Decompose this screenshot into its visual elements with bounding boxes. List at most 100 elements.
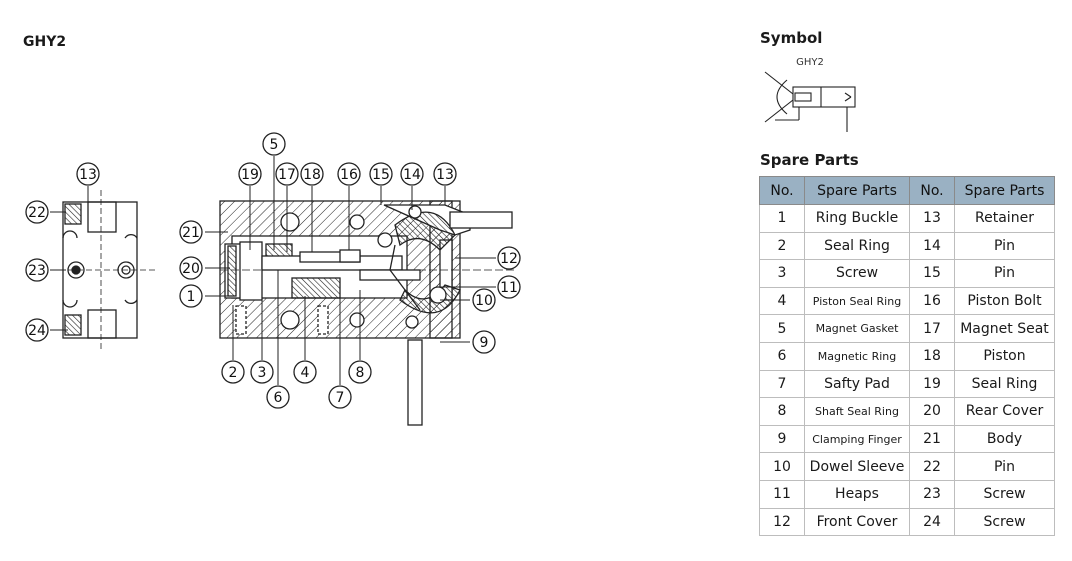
callout-21: 21 [182,225,200,241]
leader-lines [50,156,496,385]
cell-no-2: 24 [909,507,955,537]
cell-name-2: Piston Bolt [954,286,1055,316]
callout-10: 10 [475,293,493,309]
section-view [219,200,515,426]
cell-no: 2 [759,231,805,261]
technical-drawing: 13 22 23 24 21 20 1 5 19 17 18 16 15 14 … [25,132,521,426]
cell-name-2: Pin [954,231,1055,261]
side-view [50,190,155,350]
callout-17: 17 [278,167,296,183]
callout-2: 2 [229,365,238,381]
cell-no-2: 16 [909,286,955,316]
callout-22: 22 [28,205,46,221]
cell-name: Dowel Sleeve [804,452,910,481]
callout-19: 19 [241,167,259,183]
cell-name: Ring Buckle [804,204,910,233]
spare-parts-title: Spare Parts [760,151,859,169]
cell-name: Seal Ring [804,231,910,261]
cell-name: Front Cover [804,507,910,537]
cell-no-2: 14 [909,231,955,261]
symbol-title: Symbol [760,29,823,47]
callout-5: 5 [270,137,279,153]
cell-name: Heaps [804,479,910,509]
callout-11: 11 [500,280,518,296]
cell-name: Clamping Finger [804,424,910,454]
cell-no: 6 [759,341,805,371]
cell-no-2: 13 [909,204,955,233]
callout-12: 12 [500,251,518,267]
cell-name-2: Rear Cover [954,397,1055,426]
callout-7: 7 [336,390,345,406]
callout-13: 13 [79,167,97,183]
cell-no-2: 21 [909,424,955,454]
cell-no-2: 15 [909,259,955,288]
cell-name: Magnetic Ring [804,341,910,371]
cell-no-2: 20 [909,397,955,426]
callout-13b: 13 [436,167,454,183]
cell-no: 1 [759,204,805,233]
gripper-symbol: GHY2 [764,57,856,132]
callout-24: 24 [28,323,46,339]
callout-16: 16 [340,167,358,183]
cell-no: 12 [759,507,805,537]
model-title: GHY2 [23,34,67,50]
callout-3: 3 [258,365,267,381]
callout-8: 8 [356,365,365,381]
cell-name: Screw [804,259,910,288]
cell-no: 5 [759,314,805,343]
callout-20: 20 [182,261,200,277]
header-spare-parts: Spare Parts [804,176,910,205]
cell-name-2: Piston [954,341,1055,371]
cell-name-2: Screw [954,479,1055,509]
cell-name: Piston Seal Ring [804,286,910,316]
cell-no: 10 [759,452,805,481]
cell-no: 7 [759,369,805,399]
cell-no-2: 23 [909,479,955,509]
callout-6: 6 [274,390,283,406]
cell-no: 8 [759,397,805,426]
cell-name: Magnet Gasket [804,314,910,343]
cell-no: 11 [759,479,805,509]
cell-no: 9 [759,424,805,454]
cell-no: 3 [759,259,805,288]
cell-no-2: 22 [909,452,955,481]
callout-4: 4 [301,365,310,381]
callout-23: 23 [28,263,46,279]
header-no-2: No. [909,176,955,205]
symbol-label: GHY2 [796,57,824,68]
cell-no: 4 [759,286,805,316]
table-header-row: No. Spare Parts No. Spare Parts [759,176,1055,205]
cell-no-2: 18 [909,341,955,371]
callout-14: 14 [403,167,421,183]
callout-labels: 13 22 23 24 21 20 1 5 19 17 18 16 15 14 … [28,137,518,406]
cell-no-2: 17 [909,314,955,343]
cell-name-2: Pin [954,259,1055,288]
cell-name-2: Seal Ring [954,369,1055,399]
cell-name: Shaft Seal Ring [804,397,910,426]
header-spare-parts-2: Spare Parts [954,176,1055,205]
callout-18: 18 [303,167,321,183]
callouts [25,132,521,409]
cell-name-2: Retainer [954,204,1055,233]
callout-9: 9 [480,335,489,351]
callout-15: 15 [372,167,390,183]
cell-no-2: 19 [909,369,955,399]
cell-name: Safty Pad [804,369,910,399]
callout-1: 1 [187,289,196,305]
cell-name-2: Body [954,424,1055,454]
cell-name-2: Pin [954,452,1055,481]
